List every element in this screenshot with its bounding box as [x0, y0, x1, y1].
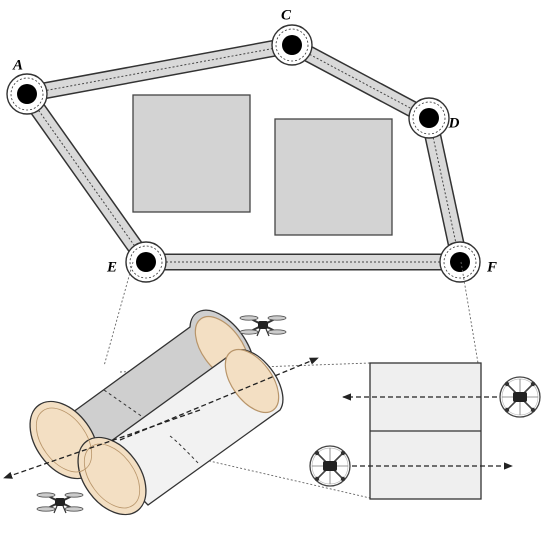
- cross-section: [369, 362, 482, 500]
- drone-icon: [499, 376, 541, 418]
- corridor-nodes: A C D E F: [6, 7, 497, 283]
- node-label: F: [486, 259, 497, 275]
- corridor-centerline: [26, 44, 293, 95]
- corridor-centerlines: [26, 44, 461, 263]
- node-label: C: [281, 7, 292, 23]
- tube-direction-arrow-lower: [3, 409, 201, 479]
- node-label: E: [106, 259, 117, 275]
- drone-icon: [239, 314, 287, 337]
- node-c: C: [271, 7, 313, 66]
- drone-icon: [309, 445, 351, 487]
- corridor-centerline: [291, 44, 430, 119]
- obstacle-right: [274, 118, 393, 236]
- corridor-centerline: [428, 117, 461, 263]
- obstacle-left: [132, 94, 251, 213]
- node-label: A: [12, 57, 23, 73]
- node-e: E: [106, 241, 167, 283]
- node-d: D: [408, 97, 460, 139]
- tube-lower: [95, 348, 284, 506]
- node-f: F: [439, 241, 497, 283]
- node-label: D: [448, 115, 460, 131]
- drone-icon: [36, 491, 84, 514]
- node-a: A: [6, 57, 48, 115]
- tube-end-caps: [29, 400, 147, 516]
- corridor-edge: [21, 89, 152, 267]
